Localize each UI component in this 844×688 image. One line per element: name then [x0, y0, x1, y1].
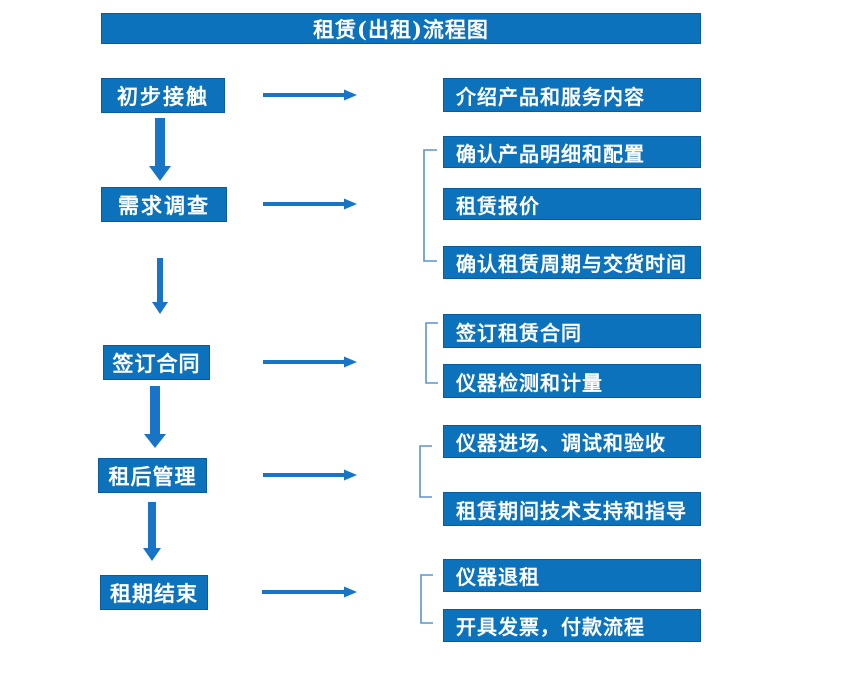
arrow-step5-to-details-icon: [262, 586, 357, 598]
detail-box-confirm-period-delivery: 确认租赁周期与交货时间: [443, 246, 701, 279]
step-box-post-rental-management: 租后管理: [98, 458, 207, 493]
arrow-step2-to-step3-icon: [152, 258, 168, 314]
arrow-step1-to-details-icon: [263, 89, 357, 101]
detail-box-introduce-products: 介绍产品和服务内容: [443, 78, 701, 112]
arrow-step3-to-step4-icon: [144, 386, 166, 448]
arrow-step4-to-details-icon: [263, 469, 357, 481]
detail-box-invoice-payment: 开具发票，付款流程: [443, 609, 701, 642]
bracket-step4-details: [419, 445, 432, 498]
bracket-step5-details: [420, 574, 433, 624]
flowchart-title: 租赁(出租)流程图: [101, 13, 701, 44]
step-box-demand-survey: 需求调查: [101, 187, 227, 222]
step-box-initial-contact: 初步接触: [101, 78, 225, 113]
detail-box-instrument-setup-acceptance: 仪器进场、调试和验收: [443, 425, 701, 458]
bracket-step3-details: [425, 322, 438, 384]
arrow-step1-to-step2-icon: [149, 118, 171, 181]
step-box-lease-end: 租期结束: [100, 575, 208, 610]
arrow-step2-to-details-icon: [263, 198, 357, 210]
detail-box-technical-support: 租赁期间技术支持和指导: [443, 492, 701, 526]
detail-box-confirm-product-config: 确认产品明细和配置: [443, 136, 701, 168]
step-box-sign-contract: 签订合同: [103, 345, 210, 380]
arrow-step4-to-step5-icon: [143, 502, 161, 561]
arrow-step3-to-details-icon: [263, 356, 357, 368]
bracket-step2-details: [423, 149, 437, 262]
detail-box-rental-quote: 租赁报价: [443, 188, 701, 220]
detail-box-instrument-return: 仪器退租: [443, 559, 701, 592]
detail-box-sign-rental-contract: 签订租赁合同: [443, 314, 701, 348]
detail-box-instrument-testing: 仪器检测和计量: [443, 364, 701, 398]
